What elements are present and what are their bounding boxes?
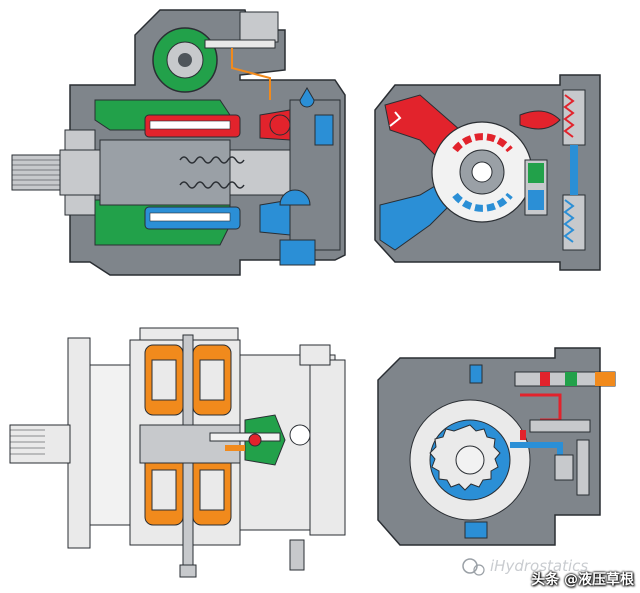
input-shaft bbox=[9, 424, 71, 464]
servo-valve bbox=[239, 11, 279, 43]
flow-control-spool bbox=[529, 419, 591, 433]
front-section-bottom-right bbox=[377, 347, 616, 546]
wechat-icon bbox=[462, 558, 485, 576]
mounting-flange bbox=[67, 337, 91, 549]
drive-shaft-spline bbox=[11, 154, 63, 191]
front-bearing bbox=[64, 129, 96, 151]
cylinder-spring bbox=[179, 156, 245, 164]
side-section-bottom-left bbox=[9, 327, 346, 578]
low-pressure-channel bbox=[379, 179, 456, 251]
side-section-top-left bbox=[11, 9, 346, 276]
credit-label: 头条 @液压草根 bbox=[531, 572, 634, 588]
watermark-text: iHydrostatics bbox=[490, 557, 589, 575]
front-section-top-right bbox=[374, 74, 601, 271]
watermark: iHydrostatics bbox=[460, 553, 640, 579]
